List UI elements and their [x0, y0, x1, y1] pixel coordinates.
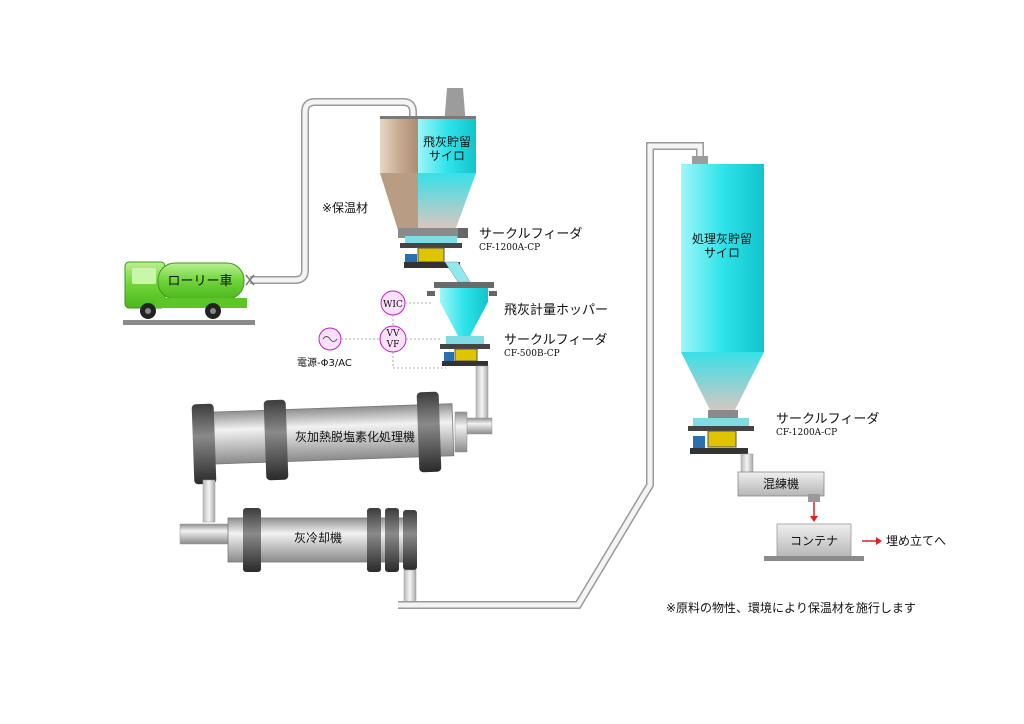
fly-ash-silo: [380, 88, 476, 238]
circle-feeder-2-model: CF-500B-CP: [504, 349, 560, 359]
circle-feeder-3-label: サークルフィーダ: [776, 412, 879, 427]
circle-feeder-1: [400, 228, 468, 268]
valve-icon: [245, 274, 255, 286]
circle-feeder-1-label: サークルフィーダ: [479, 227, 582, 242]
power-source-icon: [318, 327, 342, 351]
weighing-hopper: [427, 282, 497, 336]
treated-ash-silo: [681, 156, 764, 418]
conveyor-pipe: [398, 142, 704, 609]
treated-silo-label-2: サイロ: [704, 246, 740, 260]
vvvf-label-2: VF: [386, 340, 400, 350]
heating-dechlorination-machine: [191, 391, 468, 485]
insulation-note: ※保温材: [322, 201, 368, 215]
circle-feeder-2: [440, 336, 490, 366]
fly-ash-silo-label-2: サイロ: [429, 149, 465, 163]
signal-line-vvvf: [392, 315, 446, 369]
vvvf-label-1: VV: [386, 329, 400, 339]
heater-label: 灰加熱脱塩素化処理機: [295, 429, 415, 444]
transfer-pipe: [250, 98, 417, 284]
kneader-machine: [737, 471, 825, 502]
container-box: [764, 523, 864, 561]
landfill-label: 埋め立てへ: [886, 533, 946, 548]
kneader-label: 混練機: [763, 476, 799, 491]
treated-silo-label-1: 処理灰貯留: [692, 232, 752, 246]
lorry-label: ローリー車: [167, 274, 232, 289]
wic-label: WIC: [383, 300, 403, 310]
fly-ash-silo-label-1: 飛灰貯留: [423, 135, 471, 149]
lorry-ground: [123, 320, 255, 325]
circle-feeder-1-model: CF-1200A-CP: [479, 243, 540, 253]
footnote: ※原料の物性、環境により保温材を施行します: [666, 600, 916, 615]
feed-pipe-heater: [475, 365, 489, 423]
power-label: 電源-Φ3/AC: [297, 356, 352, 369]
ash-cooler: [179, 508, 417, 572]
circle-feeder-3: [688, 418, 754, 454]
chute-1: [444, 261, 471, 283]
cooler-label: 灰冷却機: [294, 530, 342, 545]
lorry-truck: [123, 261, 255, 325]
circle-feeder-2-label: サークルフィーダ: [504, 333, 607, 348]
container-label: コンテナ: [790, 534, 838, 548]
circle-feeder-3-model: CF-1200A-CP: [776, 428, 837, 438]
hopper-label: 飛灰計量ホッパー: [504, 302, 608, 318]
pipe-heater-cooler: [202, 479, 216, 523]
